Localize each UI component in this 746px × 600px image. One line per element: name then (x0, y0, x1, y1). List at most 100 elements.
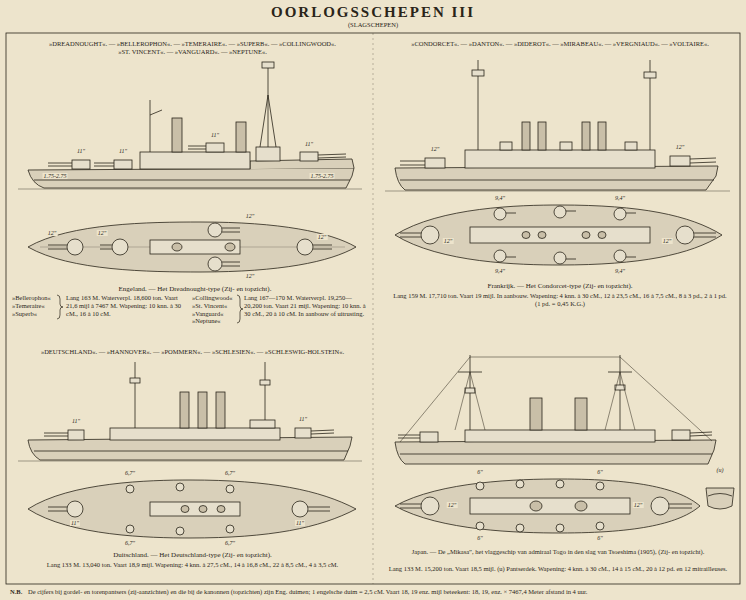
deutschland-side-view (265, 362, 266, 428)
deutschland-top-view (48, 507, 67, 511)
footnote: De cijfers bij gordel- en torenpantsers … (28, 588, 740, 596)
figure-caption: Duitschland. — Het Deutschland-type (Zij… (20, 551, 365, 559)
condorcet-side-view (400, 180, 714, 181)
condorcet-top-view (522, 232, 530, 239)
gun-calibre: 6" (596, 535, 604, 541)
deutschland-top-view (226, 525, 234, 533)
condorcet-side-view (465, 150, 655, 168)
deutschland-side-view (295, 428, 311, 438)
armour-thickness: 1.75-2.75 (43, 173, 68, 179)
deutschland-side-view (260, 380, 270, 385)
plate-frame (373, 33, 374, 584)
figure-caption: Engeland. — Het Dreadnought-type (Zij- e… (60, 285, 330, 293)
mikasa-top-view (476, 522, 484, 530)
condorcet-side-view (522, 122, 530, 150)
dreadnought-side-view (114, 160, 132, 169)
mikasa-side-view (398, 435, 420, 438)
figure-caption: Frankrijk. — Het Condorcet-type (Zij- en… (385, 282, 735, 290)
dreadnought-top-view (112, 239, 128, 255)
condorcet-top-view (494, 208, 506, 220)
dreadnought-top-view (313, 245, 332, 249)
gun-calibre: 9,4" (614, 268, 626, 274)
gun-calibre: 11" (70, 520, 80, 526)
condorcet-top-view (395, 205, 722, 265)
gun-calibre: 9,4" (494, 268, 506, 274)
deutschland-side-view (44, 433, 68, 436)
armour-deck-section (706, 488, 734, 509)
mikasa-side-view (395, 355, 716, 464)
ship-names: »CONDORCET«. — »DANTON«. — »DIDEROT«. — … (385, 40, 735, 48)
deutschland-side-view (135, 362, 136, 428)
condorcet-top-view (598, 232, 606, 239)
gun-calibre: 6" (476, 535, 484, 541)
deutschland-side-view (130, 378, 140, 383)
gun-calibre: 12" (47, 230, 58, 236)
bracket (57, 295, 63, 319)
deutschland-top-view (28, 480, 356, 538)
condorcet-side-view (582, 122, 590, 150)
mikasa-side-view (672, 430, 690, 440)
gun-calibre: 11" (298, 416, 308, 422)
condorcet-side-view (395, 166, 718, 190)
mikasa-side-view (605, 372, 620, 430)
condorcet-top-view (400, 233, 421, 237)
mikasa-top-view (400, 504, 421, 508)
ship-names: »Bellerophon« »Temeraire« »Superb« (12, 294, 56, 317)
ship-specs: Lang 133 M. 15,200 ton. Vaart 18,5 mijl.… (380, 565, 736, 573)
deutschland-side-view (198, 392, 207, 428)
dreadnought-side-view (268, 95, 276, 147)
bracket (237, 295, 243, 323)
dreadnought-top-view (208, 257, 222, 271)
dreadnought-side-view (94, 163, 114, 166)
deutschland-top-view (181, 506, 189, 513)
dreadnought-top-view (297, 239, 313, 255)
mikasa-top-view (470, 498, 630, 514)
mikasa-top-view (476, 482, 484, 490)
condorcet-top-view (582, 232, 590, 239)
gun-calibre: 11" (71, 418, 81, 424)
deutschland-top-view (176, 527, 184, 535)
gun-calibre: 12" (245, 273, 256, 279)
armour-deck-section (706, 488, 734, 509)
mikasa-side-view (455, 372, 470, 430)
condorcet-top-view (614, 208, 626, 220)
mikasa-top-view (575, 501, 587, 511)
dreadnought-top-view (100, 245, 112, 249)
dreadnought-top-view (172, 243, 182, 251)
plate-frame (6, 33, 740, 584)
mikasa-top-view (395, 479, 700, 533)
mikasa-top-view (556, 480, 564, 488)
armour-deck-section (708, 494, 732, 497)
gun-calibre: 6,7" (124, 470, 136, 476)
condorcet-top-view (506, 211, 636, 259)
gun-calibre: 12" (430, 146, 441, 152)
condorcet-side-view (472, 70, 484, 76)
armour-thickness: 1.75-2.75 (310, 173, 335, 179)
mikasa-side-view (575, 398, 587, 430)
condorcet-top-view (494, 250, 506, 262)
dreadnought-top-view (222, 262, 240, 266)
dreadnought-side-view (150, 110, 162, 115)
section-mark: (u) (716, 467, 725, 473)
ship-names: »DREADNOUGHT«. — »BELLEROPHON«. — »TEMER… (20, 40, 365, 48)
ship-names: »Collingwood« »St. Vincent« »Vanguard« »… (192, 294, 236, 325)
mikasa-side-view (420, 432, 438, 442)
mikasa-top-view (596, 522, 604, 530)
dreadnought-top-view (48, 245, 67, 249)
ship-specs: Lang 159 M. 17,710 ton. Vaart 19 mijl. I… (390, 292, 730, 308)
gun-calibre: 11" (76, 148, 86, 154)
dreadnought-top-view (67, 239, 83, 255)
deutschland-top-view (217, 506, 225, 513)
note-marker: N.B. (10, 588, 22, 596)
deutschland-top-view (292, 501, 308, 517)
mikasa-side-view (470, 372, 485, 430)
mikasa-top-view (421, 497, 439, 515)
deutschland-top-view (126, 485, 134, 493)
dreadnought-side-view (300, 152, 318, 161)
condorcet-top-view (395, 205, 722, 265)
deutschland-top-view (67, 501, 83, 517)
gun-calibre: 11" (210, 132, 220, 138)
mikasa-side-view (470, 357, 620, 358)
mikasa-side-view (465, 388, 475, 393)
condorcet-top-view (694, 233, 716, 237)
